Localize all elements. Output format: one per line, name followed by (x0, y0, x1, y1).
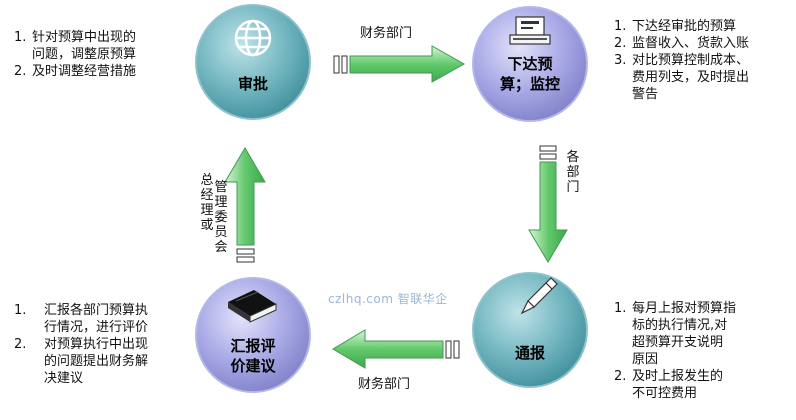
note-line: 的问题提出财务解 (44, 354, 149, 369)
note-line: 标的执行情况,对 (632, 318, 728, 333)
arrow-bottom (332, 329, 460, 369)
note-line: 及时上报发生的 (632, 369, 724, 384)
note-number: 2. (614, 36, 627, 51)
note-item: 2. 对预算执行中出现 的问题提出财务解 决建议 (14, 336, 204, 387)
note-line: 费用列支，及时提出 (632, 70, 750, 85)
note-line: 针对预算中出现的 (32, 30, 137, 45)
notes-approve: 1. 针对预算中出现的 问题，调整原预算 2. 及时调整经营措施 (14, 29, 194, 80)
arrow-left-label-char: 经 (200, 188, 214, 203)
note-item: 3. 对比预算控制成本、 费用列支，及时提出 警告 (614, 52, 792, 103)
arrow-left-label-char: 员 (214, 225, 228, 240)
node-approve-title: 审批 (237, 75, 268, 93)
node-evaluate-circle (195, 277, 311, 393)
node-evaluate-title: 汇报评 价建议 (213, 336, 293, 376)
node-report-circle (472, 272, 588, 388)
arrow-left-label-char: 或 (200, 218, 214, 233)
note-number: 2. (14, 64, 27, 79)
watermark: czlhq.com 智联华企 (328, 292, 448, 306)
note-item: 1. 汇报各部门预算执 行情况，进行评价 (14, 302, 204, 336)
node-issue-title-line1: 下达预 (507, 55, 553, 73)
arrow-right-label-char: 部 (566, 165, 580, 180)
arrow-left-label-char: 会 (214, 240, 228, 255)
arrow-bottom-label: 财务部门 (358, 377, 411, 392)
note-line: 问题，调整原预算 (32, 47, 137, 62)
note-item: 2. 及时调整经营措施 (14, 63, 194, 80)
note-line: 超预算开支说明 (632, 335, 724, 350)
book-icon (228, 290, 277, 323)
note-number: 1. (614, 301, 627, 316)
note-number: 1. (614, 19, 627, 34)
note-item: 1. 每月上报对预算指 标的执行情况,对 超预算开支说明 原因 (614, 300, 792, 368)
note-line: 下达经审批的预算 (632, 19, 737, 34)
arrow-left-label-char: 总 (200, 173, 214, 188)
arrow-left-label-col2: 总 经 理 或 (200, 173, 214, 233)
note-number: 1. (14, 303, 27, 318)
arrow-right-label-char: 门 (566, 180, 580, 195)
node-evaluate-title-line1: 汇报评 (230, 337, 276, 355)
arrow-right (528, 145, 568, 263)
globe-icon (234, 19, 272, 57)
node-issue-title-line2: 算；监控 (499, 75, 560, 93)
note-item: 1. 针对预算中出现的 问题，调整原预算 (14, 29, 194, 63)
note-line: 决建议 (44, 371, 84, 386)
arrow-top (333, 45, 466, 83)
arrow-left-label-char: 理 (214, 195, 228, 210)
node-issue-circle (472, 6, 588, 122)
note-line: 汇报各部门预算执 (44, 303, 149, 318)
arrow-top-label: 财务部门 (360, 26, 413, 41)
note-line: 及时调整经营措施 (32, 64, 137, 79)
note-line: 不可控费用 (632, 386, 698, 401)
arrow-right-label-char: 各 (566, 150, 580, 165)
node-evaluate-title-line2: 价建议 (230, 357, 276, 375)
note-line: 行情况，进行评价 (44, 320, 149, 335)
notes-issue: 1. 下达经审批的预算 2. 监督收入、货款入账 3. 对比预算控制成本、 费用… (614, 18, 792, 103)
note-number: 1. (14, 30, 27, 45)
note-number: 3. (614, 53, 627, 68)
printer-icon (509, 16, 551, 45)
pen-icon (520, 277, 558, 315)
note-line: 警告 (632, 87, 659, 102)
node-issue-title: 下达预 算；监控 (490, 54, 570, 94)
note-line: 每月上报对预算指 (632, 301, 737, 316)
note-item: 1. 下达经审批的预算 (614, 18, 792, 35)
note-item: 2. 监督收入、货款入账 (614, 35, 792, 52)
note-line: 监督收入、货款入账 (632, 36, 750, 51)
note-item: 2. 及时上报发生的 不可控费用 (614, 368, 792, 402)
note-line: 原因 (632, 352, 659, 367)
arrow-right-label: 各 部 门 (566, 150, 580, 195)
notes-report: 1. 每月上报对预算指 标的执行情况,对 超预算开支说明 原因 2. 及时上报发… (614, 300, 792, 402)
arrow-left-label-char: 理 (200, 203, 214, 218)
arrow-left-label-char: 管 (214, 180, 228, 195)
node-report-title: 通报 (514, 344, 545, 362)
note-number: 2. (614, 369, 627, 384)
note-number: 2. (14, 337, 27, 352)
arrow-left-label-char: 委 (214, 210, 228, 225)
node-approve-circle (195, 4, 311, 120)
arrow-left (224, 147, 266, 263)
arrow-left-label-col1: 管 理 委 员 会 (214, 180, 228, 255)
note-line: 对比预算控制成本、 (632, 53, 750, 68)
note-line: 对预算执行中出现 (44, 337, 149, 352)
notes-evaluate: 1. 汇报各部门预算执 行情况，进行评价 2. 对预算执行中出现 的问题提出财务… (14, 302, 204, 387)
